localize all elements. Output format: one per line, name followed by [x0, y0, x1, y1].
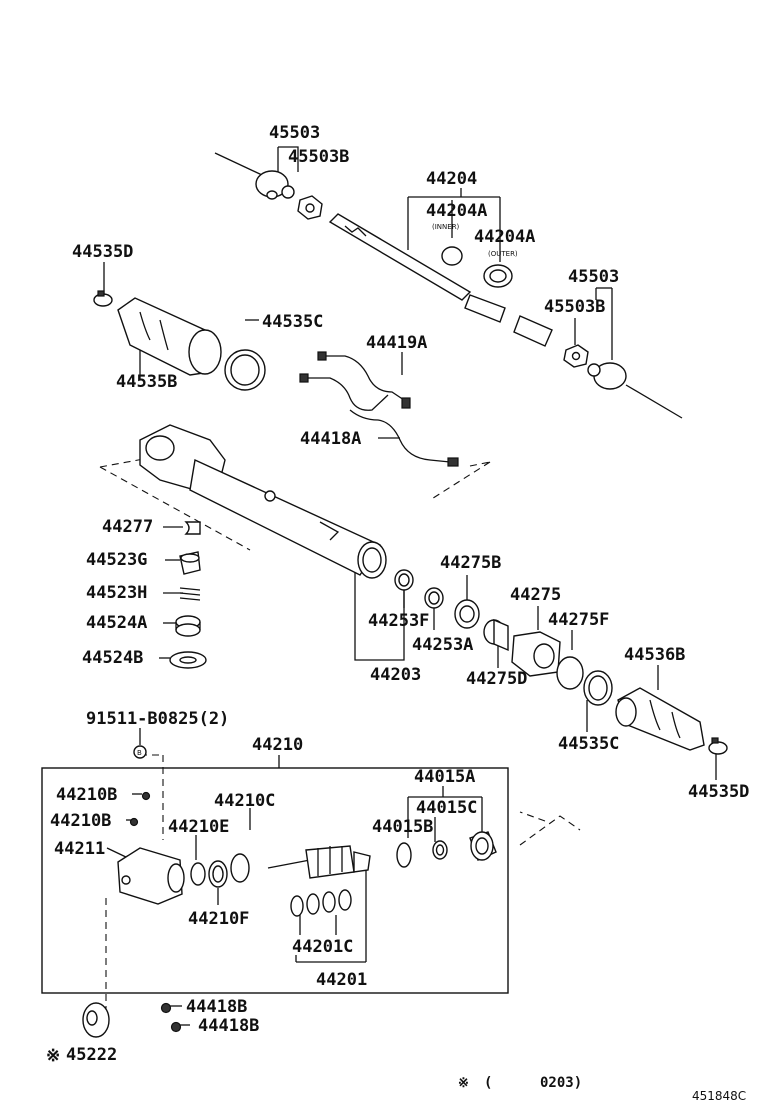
label-44535B[interactable]: 44535B: [116, 372, 177, 392]
boot-band-left[interactable]: [224, 349, 266, 391]
oil-seal-44253A[interactable]: [424, 587, 444, 609]
label-44275F[interactable]: 44275F: [548, 610, 609, 630]
gear-assembly-box: [41, 767, 509, 994]
label-45503-top[interactable]: 45503: [269, 123, 320, 143]
rack-guide-washer[interactable]: [169, 651, 207, 669]
boot-band-right[interactable]: [583, 670, 613, 706]
union-seat-1[interactable]: [160, 1002, 172, 1014]
footnote-mark: ※: [458, 1076, 469, 1091]
rack-end-spacer[interactable]: [483, 618, 509, 652]
label-44523G[interactable]: 44523G: [86, 550, 147, 570]
label-44210C[interactable]: 44210C: [214, 791, 275, 811]
label-44201[interactable]: 44201: [316, 970, 367, 990]
o-ring-44275F[interactable]: [556, 656, 584, 690]
label-44204A-inner[interactable]: 44204A: [426, 201, 487, 221]
label-44210B-1[interactable]: 44210B: [56, 785, 117, 805]
control-valve-plug[interactable]: [469, 831, 497, 861]
label-44203[interactable]: 44203: [370, 665, 421, 685]
label-44536B[interactable]: 44536B: [624, 645, 685, 665]
bleeder-plug-1[interactable]: [141, 791, 151, 801]
o-ring-44015B[interactable]: [396, 842, 412, 868]
boot-clamp-right[interactable]: [708, 737, 728, 755]
svg-text:B: B: [137, 749, 142, 757]
label-44210[interactable]: 44210: [252, 735, 303, 755]
label-44275[interactable]: 44275: [510, 585, 561, 605]
part-labels: 45503 45503B 44204 44204A (INNER) 44204A…: [46, 123, 749, 1066]
label-44204[interactable]: 44204: [426, 169, 477, 189]
control-valve-assy[interactable]: [267, 845, 371, 879]
footnote-open-paren: (: [484, 1075, 492, 1091]
label-44253A[interactable]: 44253A: [412, 635, 473, 655]
oil-seal-44253F[interactable]: [394, 569, 414, 591]
label-44204A-outer[interactable]: 44204A: [474, 227, 535, 247]
seal-rings-44201C[interactable]: [290, 889, 352, 917]
label-44277[interactable]: 44277: [102, 517, 153, 537]
steering-rack-bar[interactable]: [328, 213, 553, 347]
label-44535D-left[interactable]: 44535D: [72, 242, 133, 262]
label-44535C-top[interactable]: 44535C: [262, 312, 323, 332]
label-44275B[interactable]: 44275B: [440, 553, 501, 573]
label-44210B-2[interactable]: 44210B: [50, 811, 111, 831]
leader-lines: [103, 146, 717, 1026]
tie-rod-end-right[interactable]: [587, 362, 683, 419]
label-44418A[interactable]: 44418A: [300, 429, 361, 449]
label-44419A[interactable]: 44419A: [366, 333, 427, 353]
rack-bushing-outer[interactable]: [483, 264, 513, 288]
turn-pressure-tube-a[interactable]: [299, 351, 411, 411]
rack-boot-right[interactable]: [615, 687, 705, 751]
label-44523H[interactable]: 44523H: [86, 583, 147, 603]
label-44253F[interactable]: 44253F: [368, 611, 429, 631]
label-44418B-1[interactable]: 44418B: [186, 997, 247, 1017]
boot-clamp-left[interactable]: [93, 290, 113, 307]
label-44015C[interactable]: 44015C: [416, 798, 477, 818]
label-44015A[interactable]: 44015A: [414, 767, 475, 787]
label-44211[interactable]: 44211: [54, 839, 105, 859]
label-44210E[interactable]: 44210E: [168, 817, 229, 837]
union-seat-2[interactable]: [170, 1021, 182, 1033]
label-44015B[interactable]: 44015B: [372, 817, 433, 837]
oil-seal-44210E[interactable]: [190, 862, 206, 886]
label-44210F[interactable]: 44210F: [188, 909, 249, 929]
note-inner-2: (INNER): [432, 223, 460, 231]
rack-boot-left[interactable]: [117, 297, 222, 376]
label-44201C[interactable]: 44201C: [292, 937, 353, 957]
part-shapes: B: [82, 152, 728, 1038]
footnote-date: 0203): [540, 1075, 582, 1091]
lock-nut-right[interactable]: [563, 344, 589, 368]
rack-bushing-inner[interactable]: [441, 246, 463, 266]
bearing-44210F[interactable]: [208, 860, 228, 888]
lock-nut-left[interactable]: [297, 195, 323, 220]
bleeder-plug-2[interactable]: [129, 817, 139, 827]
label-44418B-2[interactable]: 44418B: [198, 1016, 259, 1036]
bolt-91511[interactable]: B: [133, 745, 147, 759]
label-44524A[interactable]: 44524A: [86, 613, 147, 633]
note-outer: (OUTER): [488, 250, 518, 258]
label-45503-right[interactable]: 45503: [568, 267, 619, 287]
label-45222[interactable]: 45222: [66, 1045, 117, 1065]
rack-guide-44277[interactable]: [184, 521, 201, 535]
bearing-44015C[interactable]: [432, 840, 448, 860]
rack-housing[interactable]: [139, 424, 387, 579]
label-44275D[interactable]: 44275D: [466, 669, 527, 689]
label-45503B-right[interactable]: 45503B: [544, 297, 605, 317]
rack-guide-spring[interactable]: [179, 587, 201, 601]
label-44535D-right[interactable]: 44535D: [688, 782, 749, 802]
tie-rod-end-left[interactable]: [214, 152, 295, 200]
grommet-45222[interactable]: [82, 1002, 110, 1038]
label-91511[interactable]: 91511-B0825(2): [86, 709, 229, 729]
o-ring-44210C[interactable]: [230, 853, 250, 883]
rack-guide-spring-cap[interactable]: [179, 551, 201, 575]
label-44535C-bottom[interactable]: 44535C: [558, 734, 619, 754]
diagram-id: 451848C: [692, 1089, 746, 1103]
control-valve-housing[interactable]: [117, 847, 185, 905]
footnote: ※ ( 0203) 451848C: [458, 1075, 746, 1103]
label-44524B[interactable]: 44524B: [82, 648, 143, 668]
cylinder-end-stopper[interactable]: [454, 599, 480, 629]
turn-pressure-tube-b[interactable]: [349, 409, 459, 467]
rack-guide-lock-nut[interactable]: [175, 615, 201, 637]
label-45222-mark: ※: [46, 1046, 60, 1066]
label-45503B-top[interactable]: 45503B: [288, 147, 349, 167]
